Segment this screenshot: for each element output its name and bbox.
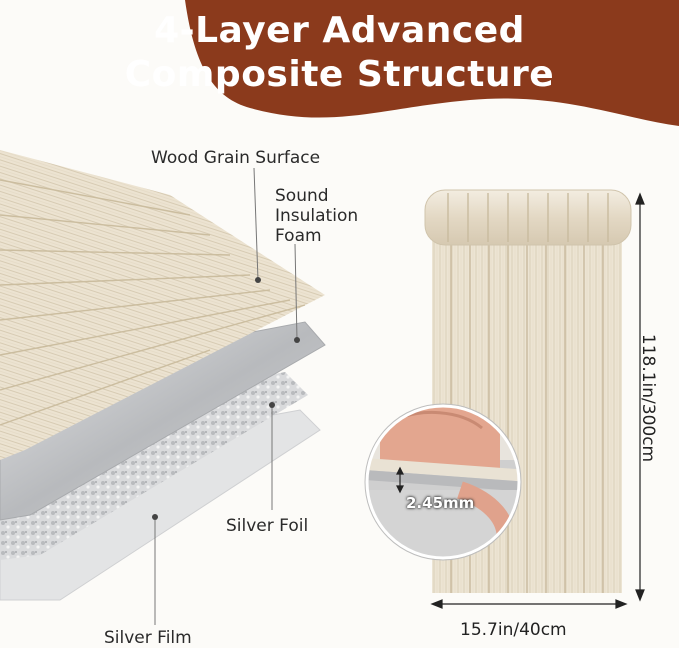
height-arrow (635, 192, 645, 602)
label-silver-film: Silver Film (104, 628, 192, 648)
thickness-arrow (396, 466, 404, 494)
wood-grain-layer (0, 150, 325, 460)
page-subtitle: Composite Structure (124, 54, 555, 95)
thickness-dimension: 2.45mm (406, 494, 475, 512)
width-arrow (430, 599, 628, 609)
width-dimension: 15.7in/40cm (460, 620, 567, 640)
roll-slat-lines (447, 193, 609, 242)
label-sound-line1: Sound (275, 186, 329, 206)
label-sound-line3: Foam (275, 226, 322, 246)
header-banner (185, 0, 679, 126)
wood-slat-lines (0, 179, 306, 426)
height-dimension: 118.1in/300cm (638, 333, 658, 463)
label-silver-foil: Silver Foil (226, 516, 309, 536)
leader-lines (154, 167, 298, 625)
label-sound-line2: Insulation (275, 206, 359, 226)
leader-dots (152, 277, 300, 520)
label-wood-grain-surface: Wood Grain Surface (151, 148, 321, 168)
page-title: 4-Layer Advanced (154, 10, 525, 51)
label-sound-insulation: Sound Insulation Foam (275, 186, 358, 246)
